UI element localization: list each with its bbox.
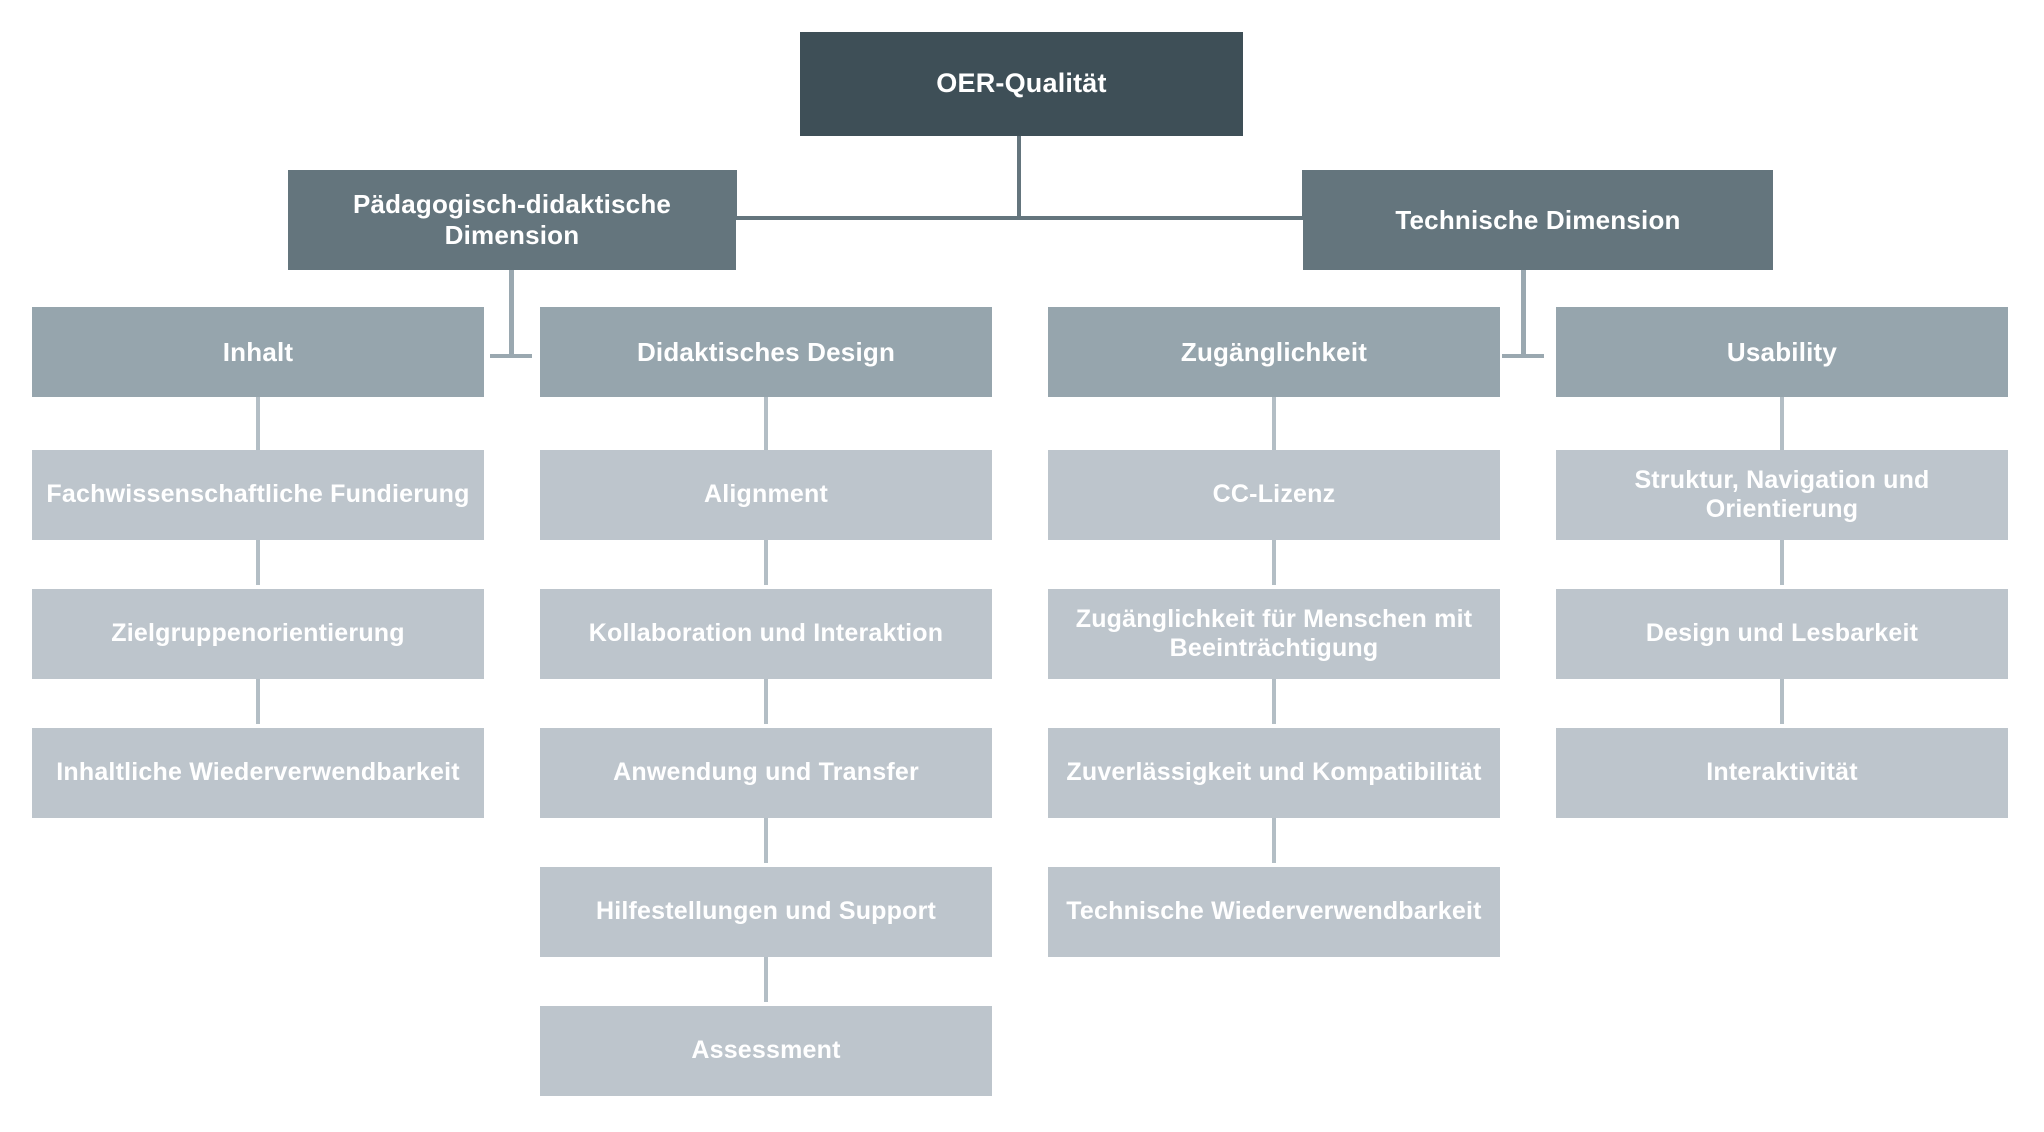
node-root-oer-qualitaet[interactable]: OER-Qualität [800, 32, 1243, 136]
connector-dd-5 [764, 957, 768, 1002]
connector-dimension-spine [735, 216, 1304, 220]
connector-usa-2 [1780, 540, 1784, 585]
connector-inhalt-2 [256, 540, 260, 585]
connector-tech-crossbar [1502, 354, 1544, 358]
node-dimension-paedagogisch-didaktisch[interactable]: Pädagogisch-didaktische Dimension [288, 170, 736, 270]
node-criterion-design-und-lesbarkeit[interactable]: Design und Lesbarkeit [1556, 589, 2008, 679]
node-criterion-fachwissenschaftliche-fundierung[interactable]: Fachwissenschaftliche Fundierung [32, 450, 484, 540]
node-criterion-zuverlaessigkeit-und-kompatibilitaet[interactable]: Zuverlässigkeit und Kompatibilität [1048, 728, 1500, 818]
node-dimension-technische[interactable]: Technische Dimension [1303, 170, 1773, 270]
connector-dd-4 [764, 818, 768, 863]
connector-dd-3 [764, 679, 768, 724]
node-category-inhalt[interactable]: Inhalt [32, 307, 484, 397]
node-criterion-interaktivitaet[interactable]: Interaktivität [1556, 728, 2008, 818]
node-criterion-alignment[interactable]: Alignment [540, 450, 992, 540]
node-criterion-cc-lizenz[interactable]: CC-Lizenz [1048, 450, 1500, 540]
node-criterion-struktur-navigation-und-orientierung[interactable]: Struktur, Navigation und Orientierung [1556, 450, 2008, 540]
node-category-zugaenglichkeit[interactable]: Zugänglichkeit [1048, 307, 1500, 397]
node-criterion-hilfestellungen-und-support[interactable]: Hilfestellungen und Support [540, 867, 992, 957]
connector-paed-crossbar [490, 354, 532, 358]
connector-dd-1 [764, 357, 768, 450]
node-category-usability[interactable]: Usability [1556, 307, 2008, 397]
connector-zug-4 [1272, 818, 1276, 863]
node-criterion-technische-wiederverwendbarkeit[interactable]: Technische Wiederverwendbarkeit [1048, 867, 1500, 957]
connector-usa-1 [1780, 357, 1784, 450]
connector-paed-down [509, 270, 514, 358]
connector-inhalt-1 [256, 357, 260, 450]
connector-tech-down [1521, 270, 1526, 358]
node-criterion-anwendung-und-transfer[interactable]: Anwendung und Transfer [540, 728, 992, 818]
node-criterion-zugaenglichkeit-fuer-menschen-mit-beeintraechtigung[interactable]: Zugänglichkeit für Menschen mit Beeinträ… [1048, 589, 1500, 679]
connector-zug-3 [1272, 679, 1276, 724]
node-criterion-zielgruppenorientierung[interactable]: Zielgruppenorientierung [32, 589, 484, 679]
connector-dd-2 [764, 540, 768, 585]
node-criterion-kollaboration-und-interaktion[interactable]: Kollaboration und Interaktion [540, 589, 992, 679]
connector-zug-2 [1272, 540, 1276, 585]
node-criterion-inhaltliche-wiederverwendbarkeit[interactable]: Inhaltliche Wiederverwendbarkeit [32, 728, 484, 818]
connector-zug-1 [1272, 357, 1276, 450]
connector-inhalt-3 [256, 679, 260, 724]
connector-usa-3 [1780, 679, 1784, 724]
node-category-didaktisches-design[interactable]: Didaktisches Design [540, 307, 992, 397]
connector-root-down [1017, 136, 1021, 220]
node-criterion-assessment[interactable]: Assessment [540, 1006, 992, 1096]
